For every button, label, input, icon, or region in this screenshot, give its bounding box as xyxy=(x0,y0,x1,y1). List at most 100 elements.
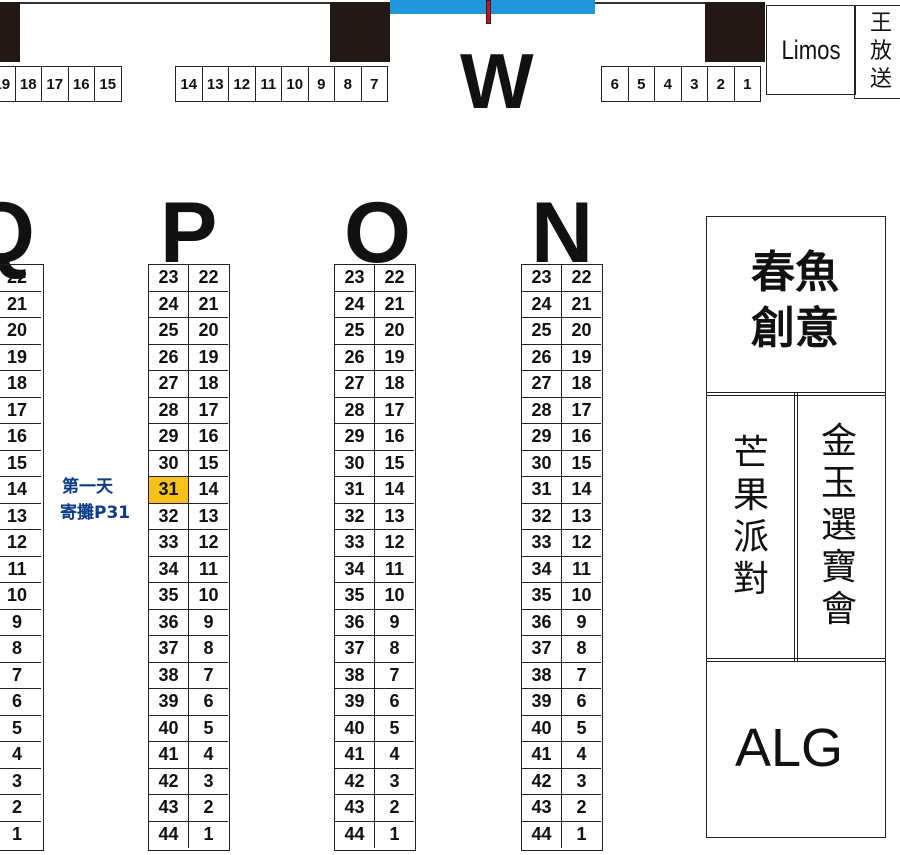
entrance-marker xyxy=(486,0,491,24)
booth-n-10: 10 xyxy=(562,583,601,610)
note-line-1: 第一天 xyxy=(62,477,113,497)
exhibitor-alg-box: ALG xyxy=(706,658,886,838)
booth-n-40: 40 xyxy=(522,715,562,742)
booth-o-44: 44 xyxy=(335,821,375,848)
booth-q-10: 10 xyxy=(0,583,41,610)
booth-p-21: 21 xyxy=(189,292,228,318)
booth-o-38: 38 xyxy=(335,662,375,689)
wall-booth-19: 19 xyxy=(0,67,16,101)
booth-n-15: 15 xyxy=(562,451,601,477)
wall-booth-15: 15 xyxy=(95,67,122,101)
booth-q-21: 21 xyxy=(0,292,41,318)
booth-p-14: 14 xyxy=(189,477,228,504)
booth-n-41: 41 xyxy=(522,742,562,769)
booth-n-42: 42 xyxy=(522,768,562,795)
booth-p-40: 40 xyxy=(149,715,189,742)
booth-p-33: 33 xyxy=(149,530,189,557)
booth-n-30: 30 xyxy=(522,450,562,477)
booth-n-39: 39 xyxy=(522,689,562,716)
booth-q-2: 2 xyxy=(0,795,41,822)
booth-n-2: 2 xyxy=(562,795,601,822)
booth-o-17: 17 xyxy=(375,398,414,424)
booth-q-16: 16 xyxy=(0,424,41,451)
booth-n-14: 14 xyxy=(562,477,601,504)
booth-q-7: 7 xyxy=(0,663,41,689)
booth-o-11: 11 xyxy=(375,557,414,583)
booth-q-5: 5 xyxy=(0,716,41,742)
booth-p-16: 16 xyxy=(189,424,228,451)
booth-p-8: 8 xyxy=(189,636,228,663)
booth-o-43: 43 xyxy=(335,795,375,822)
booth-n-24: 24 xyxy=(522,291,562,318)
column-letter-q: Q xyxy=(0,185,35,281)
booth-n-37: 37 xyxy=(522,636,562,663)
booth-o-16: 16 xyxy=(375,424,414,451)
booth-q-4: 4 xyxy=(0,742,41,769)
booth-n-38: 38 xyxy=(522,662,562,689)
booth-o-39: 39 xyxy=(335,689,375,716)
pillar-right xyxy=(705,2,765,62)
booth-q-6: 6 xyxy=(0,689,41,716)
booth-p-19: 19 xyxy=(189,345,228,371)
booth-q-20: 20 xyxy=(0,318,41,345)
limos-booth: Limos xyxy=(766,5,856,95)
column-letter-o: O xyxy=(344,185,411,281)
wall-booth-4: 4 xyxy=(655,67,682,101)
booth-o-10: 10 xyxy=(375,583,414,610)
wall-booth-10: 10 xyxy=(282,67,309,101)
booth-o-4: 4 xyxy=(375,742,414,769)
entrance-door xyxy=(390,0,595,14)
booth-p-44: 44 xyxy=(149,821,189,848)
booth-p-26: 26 xyxy=(149,344,189,371)
booth-n-36: 36 xyxy=(522,609,562,636)
booth-p-6: 6 xyxy=(189,689,228,716)
booth-n-1: 1 xyxy=(576,824,587,845)
booth-o-42: 42 xyxy=(335,768,375,795)
booth-p-17: 17 xyxy=(189,398,228,424)
booth-q-19: 19 xyxy=(0,345,41,371)
booth-n-26: 26 xyxy=(522,344,562,371)
booth-p-35: 35 xyxy=(149,583,189,610)
booth-q-9: 9 xyxy=(0,610,41,636)
booth-n-29: 29 xyxy=(522,424,562,451)
booth-p-24: 24 xyxy=(149,291,189,318)
booth-p-28: 28 xyxy=(149,397,189,424)
booth-o-29: 29 xyxy=(335,424,375,451)
column-letter-n: N xyxy=(531,185,594,281)
booth-o-25: 25 xyxy=(335,318,375,345)
booth-o-37: 37 xyxy=(335,636,375,663)
booth-o-31: 31 xyxy=(335,477,375,504)
booth-p-20: 20 xyxy=(189,318,228,345)
booth-n-16: 16 xyxy=(562,424,601,451)
booth-q-1: 1 xyxy=(11,824,22,845)
booth-p-31: 31 xyxy=(149,477,189,504)
booth-o-34: 34 xyxy=(335,556,375,583)
booth-p-30: 30 xyxy=(149,450,189,477)
wang-booth: 王放送 xyxy=(854,5,900,99)
booth-o-14: 14 xyxy=(375,477,414,504)
wall-booth-12: 12 xyxy=(229,67,256,101)
booth-o-13: 13 xyxy=(375,504,414,530)
booth-o-36: 36 xyxy=(335,609,375,636)
wall-booth-9: 9 xyxy=(309,67,335,101)
booth-p-11: 11 xyxy=(189,557,228,583)
booth-p-25: 25 xyxy=(149,318,189,345)
booth-o-5: 5 xyxy=(375,716,414,742)
wall-booth-13: 13 xyxy=(203,67,229,101)
booth-p-7: 7 xyxy=(189,663,228,689)
booth-n-22: 22 xyxy=(562,265,601,292)
booth-p-29: 29 xyxy=(149,424,189,451)
booth-n-43: 43 xyxy=(522,795,562,822)
booth-n-35: 35 xyxy=(522,583,562,610)
exhibitor-mango-box: 芒果派對 xyxy=(706,392,798,662)
booth-n-8: 8 xyxy=(562,636,601,663)
booth-o-35: 35 xyxy=(335,583,375,610)
booth-n-19: 19 xyxy=(562,345,601,371)
booth-p-10: 10 xyxy=(189,583,228,610)
